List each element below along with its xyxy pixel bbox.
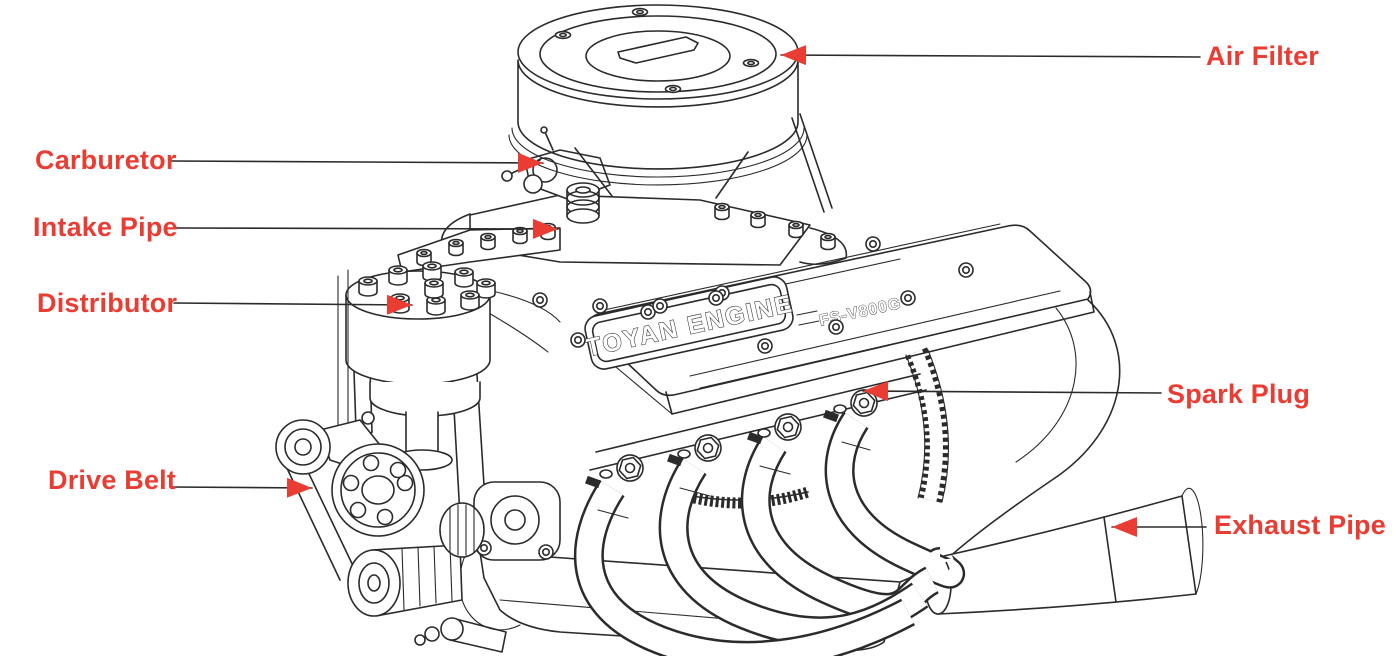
leader-line-distributor <box>173 294 413 315</box>
leader-line-drive-belt <box>169 477 313 498</box>
valve-cover-drawing: TOYAN ENGINE FS-V800G <box>570 223 1095 415</box>
leader-line-intake-pipe <box>175 218 559 239</box>
leader-line-carburetor <box>171 152 544 173</box>
label-distributor: Distributor <box>37 288 178 318</box>
label-carburetor: Carburetor <box>35 145 177 175</box>
label-drive-belt: Drive Belt <box>48 465 177 495</box>
leader-line-air-filter <box>780 45 1201 66</box>
exhaust-pipe-drawing <box>924 487 1204 615</box>
leader-lines <box>169 45 1207 537</box>
air-filter-drawing <box>508 4 833 213</box>
drive-belt-drawing <box>275 411 561 617</box>
distributor-drawing <box>337 261 496 471</box>
label-exhaust-pipe: Exhaust Pipe <box>1214 510 1386 540</box>
exhaust-headers-drawing <box>573 411 966 656</box>
spark-plugs-drawing <box>585 386 881 489</box>
label-spark-plug: Spark Plug <box>1167 379 1311 409</box>
label-intake-pipe: Intake Pipe <box>33 212 178 242</box>
flywheel-gear-drawing <box>670 347 949 509</box>
intake-pipe-drawing <box>397 194 848 353</box>
label-air-filter: Air Filter <box>1206 41 1320 71</box>
leader-line-spark-plug <box>862 381 1162 402</box>
